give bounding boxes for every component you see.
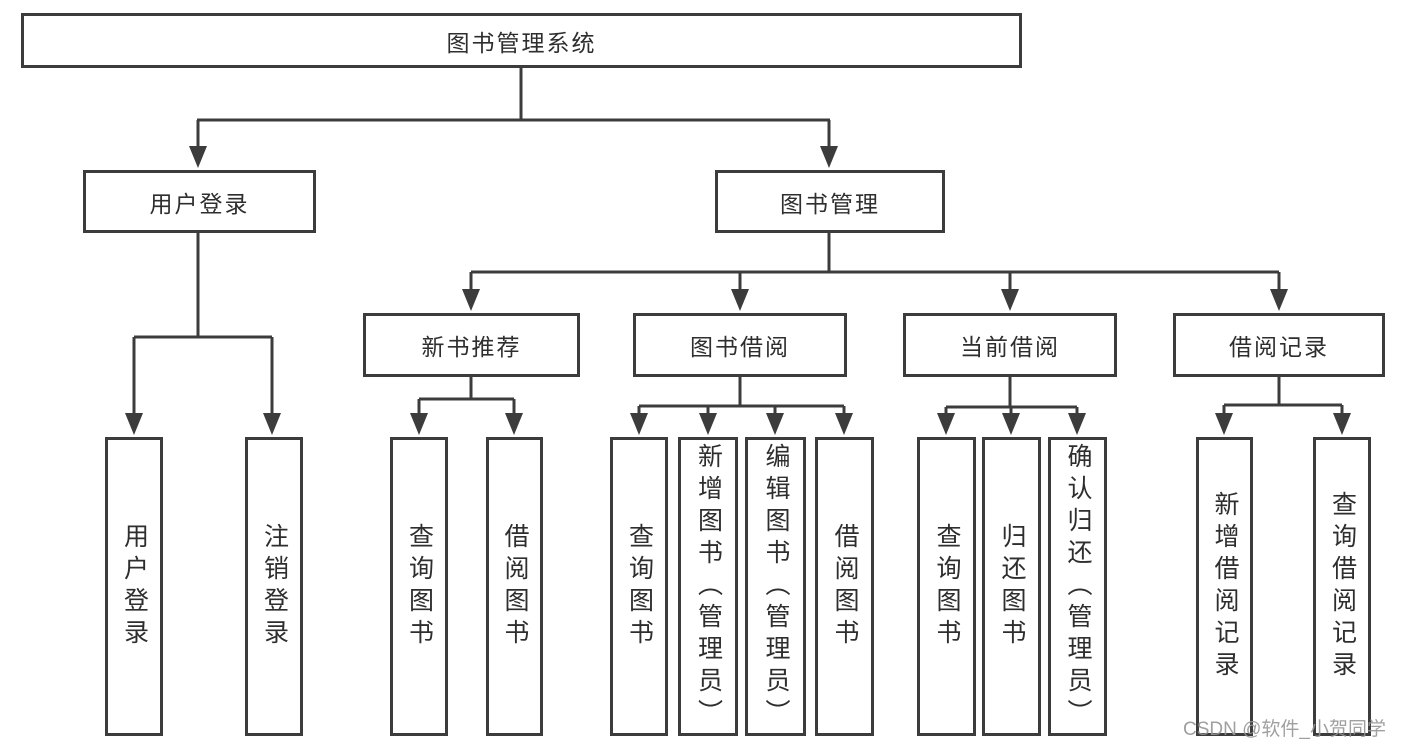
leaf-logout: 注销登录 xyxy=(245,437,303,736)
connector-paths xyxy=(132,68,1344,414)
arrow-down-icon xyxy=(1002,413,1020,435)
arrow-down-icon xyxy=(766,413,784,435)
node-new-book-recommend: 新书推荐 xyxy=(363,313,580,377)
leaf-add-books-admin: 新增图书（管理员） xyxy=(678,437,738,736)
arrow-down-icon xyxy=(1333,413,1351,435)
node-label: 编辑图书（管理员） xyxy=(762,442,790,731)
node-label: 用户登录 xyxy=(149,190,250,217)
arrow-down-icon xyxy=(1068,413,1086,435)
arrow-down-icon xyxy=(699,413,717,435)
node-label: 新增图书（管理员） xyxy=(694,442,723,731)
node-label: 图书管理系统 xyxy=(446,29,597,56)
node-label: 查询图书 xyxy=(933,522,961,651)
arrow-down-icon xyxy=(820,146,838,168)
arrow-down-icon xyxy=(263,413,281,435)
arrow-down-icon xyxy=(1215,413,1233,435)
arrow-down-icon xyxy=(937,413,955,435)
node-label: 注销登录 xyxy=(260,522,289,651)
node-label: 新书推荐 xyxy=(421,334,522,360)
node-label: 借阅图书 xyxy=(831,522,859,651)
node-label: 借阅记录 xyxy=(1229,334,1329,360)
node-label: 当前借阅 xyxy=(960,334,1060,360)
leaf-query-books-current: 查询图书 xyxy=(917,437,976,736)
arrow-down-icon xyxy=(1001,289,1019,311)
leaf-add-borrow-record: 新增借阅记录 xyxy=(1196,437,1253,736)
node-current-borrow: 当前借阅 xyxy=(903,313,1117,377)
arrow-down-icon xyxy=(630,413,648,435)
node-borrow-records: 借阅记录 xyxy=(1173,313,1385,377)
node-book-borrow: 图书借阅 xyxy=(633,313,847,377)
node-label: 归还图书 xyxy=(998,522,1026,651)
node-label: 图书管理 xyxy=(780,190,880,217)
watermark: CSDN @软件_小贺同学 xyxy=(1183,719,1386,740)
node-book-management: 图书管理 xyxy=(715,170,945,233)
arrow-down-icon xyxy=(125,413,143,435)
arrow-down-icon xyxy=(835,413,853,435)
node-label: 查询图书 xyxy=(405,522,434,651)
arrow-down-icon xyxy=(1270,289,1288,311)
node-label: 用户登录 xyxy=(120,522,149,651)
node-user-login: 用户登录 xyxy=(83,170,316,233)
leaf-edit-books-admin: 编辑图书（管理员） xyxy=(745,437,806,736)
arrow-down-icon xyxy=(731,289,749,311)
node-label: 查询图书 xyxy=(625,522,654,651)
node-label: 查询借阅记录 xyxy=(1328,490,1357,683)
arrow-down-icon xyxy=(505,413,523,435)
node-label: 借阅图书 xyxy=(501,522,529,651)
leaf-borrow-books: 借阅图书 xyxy=(815,437,874,736)
node-library-management-system: 图书管理系统 xyxy=(21,13,1022,68)
arrow-down-icon xyxy=(462,289,480,311)
node-label: 新增借阅记录 xyxy=(1211,490,1239,683)
leaf-confirm-return-admin: 确认归还（管理员） xyxy=(1048,437,1107,736)
leaf-query-borrow-record: 查询借阅记录 xyxy=(1313,437,1371,736)
node-label: 确认归还（管理员） xyxy=(1064,442,1092,731)
node-label: 图书借阅 xyxy=(690,334,790,360)
arrow-down-icon xyxy=(410,413,428,435)
leaf-borrow-books-recommend: 借阅图书 xyxy=(486,437,543,736)
arrowheads xyxy=(125,146,1351,435)
leaf-return-books: 归还图书 xyxy=(982,437,1041,736)
arrow-down-icon xyxy=(189,146,207,168)
leaf-query-books-borrow: 查询图书 xyxy=(610,437,668,736)
leaf-user-login: 用户登录 xyxy=(105,437,163,736)
leaf-query-books-recommend: 查询图书 xyxy=(390,437,448,736)
